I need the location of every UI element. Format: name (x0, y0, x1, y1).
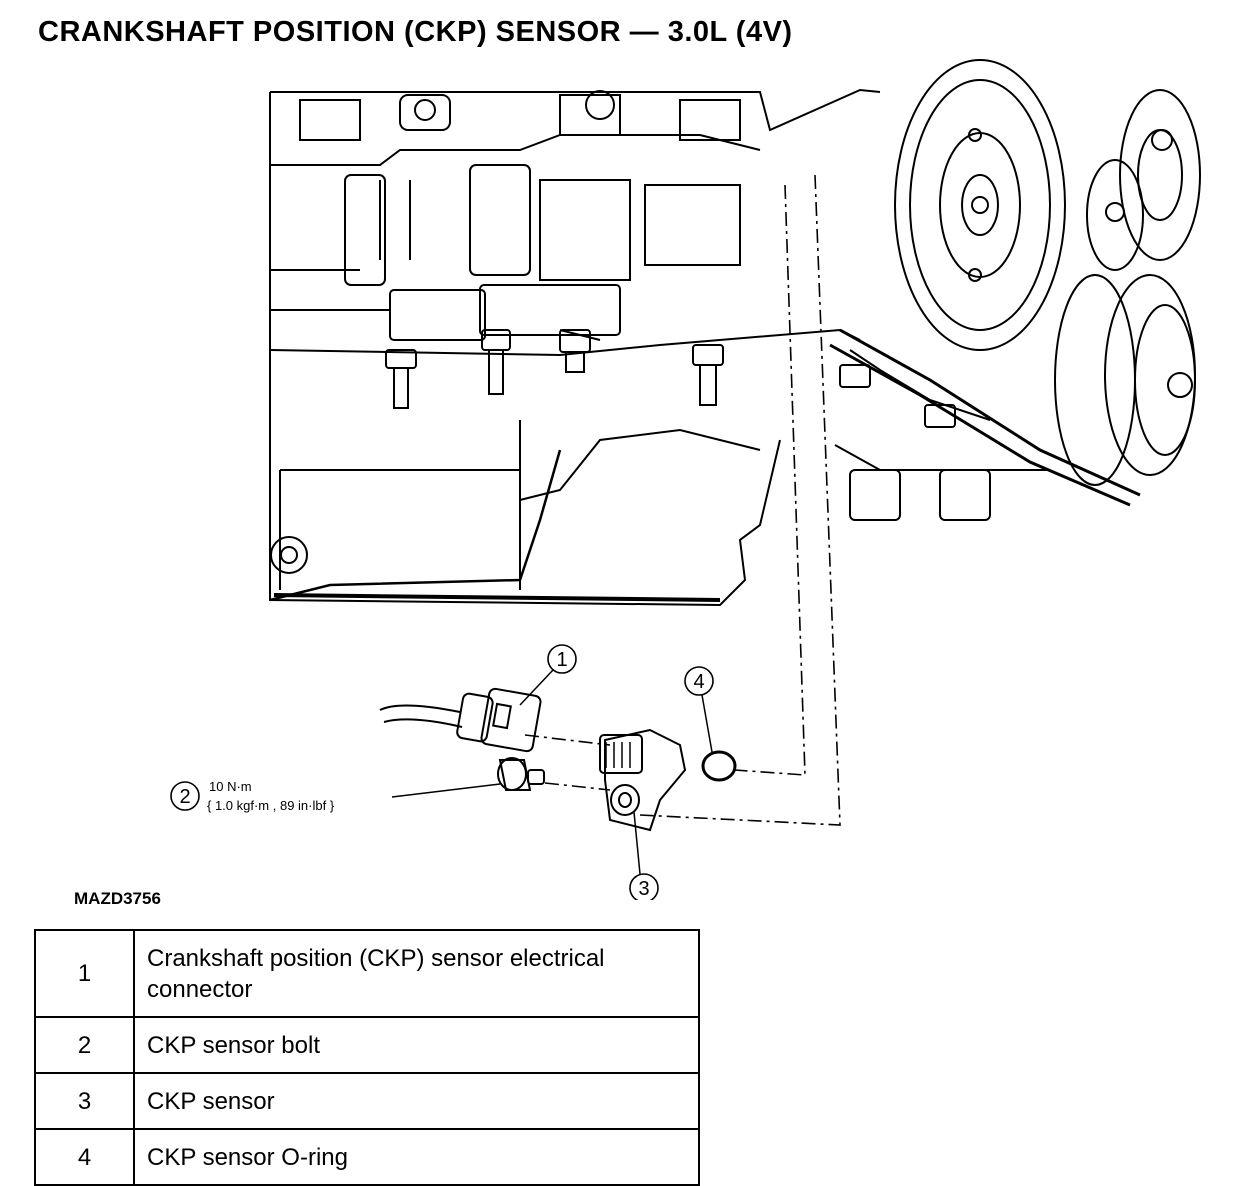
engine-diagram: 1 2 3 4 10 N·m { 1.0 kgf·m , 89 in·lbf } (170, 59, 1201, 900)
table-row: 2 CKP sensor bolt (34, 1016, 700, 1074)
callout-3-number: 3 (638, 878, 649, 900)
parts-legend-table: 1 Crankshaft position (CKP) sensor elect… (34, 929, 700, 1186)
legend-description: CKP sensor bolt (133, 1016, 700, 1074)
table-row: 4 CKP sensor O-ring (34, 1128, 700, 1186)
ckp-sensor (599, 728, 687, 832)
crankshaft-pulley (894, 59, 1066, 351)
callout-4: 4 (684, 666, 714, 753)
callout-1-number: 1 (556, 649, 567, 671)
torque-spec-line-1: 10 N·m (209, 779, 252, 794)
legend-number: 2 (34, 1016, 135, 1074)
legend-description: CKP sensor (133, 1072, 700, 1130)
callout-3: 3 (629, 811, 659, 900)
legend-number: 4 (34, 1128, 135, 1186)
legend-description: Crankshaft position (CKP) sensor electri… (133, 929, 700, 1018)
ckp-electrical-connector (379, 687, 542, 753)
table-row: 1 Crankshaft position (CKP) sensor elect… (34, 929, 700, 1018)
table-row: 3 CKP sensor (34, 1072, 700, 1130)
legend-number: 3 (34, 1072, 135, 1130)
ckp-sensor-o-ring (701, 750, 737, 782)
callout-2: 2 (170, 781, 501, 811)
legend-number: 1 (34, 929, 135, 1018)
accessory-pulleys (1054, 89, 1201, 486)
callout-4-number: 4 (693, 671, 704, 693)
alignment-lines (524, 174, 841, 826)
ckp-sensor-bolt (497, 757, 545, 791)
torque-spec-line-2: { 1.0 kgf·m , 89 in·lbf } (207, 798, 335, 813)
engine-block-illustration (269, 59, 1201, 607)
callout-1: 1 (519, 644, 577, 706)
figure-id: MAZD3756 (74, 889, 161, 908)
legend-description: CKP sensor O-ring (133, 1128, 700, 1186)
page-title: CRANKSHAFT POSITION (CKP) SENSOR — 3.0L … (38, 16, 793, 48)
callout-2-number: 2 (179, 786, 190, 808)
